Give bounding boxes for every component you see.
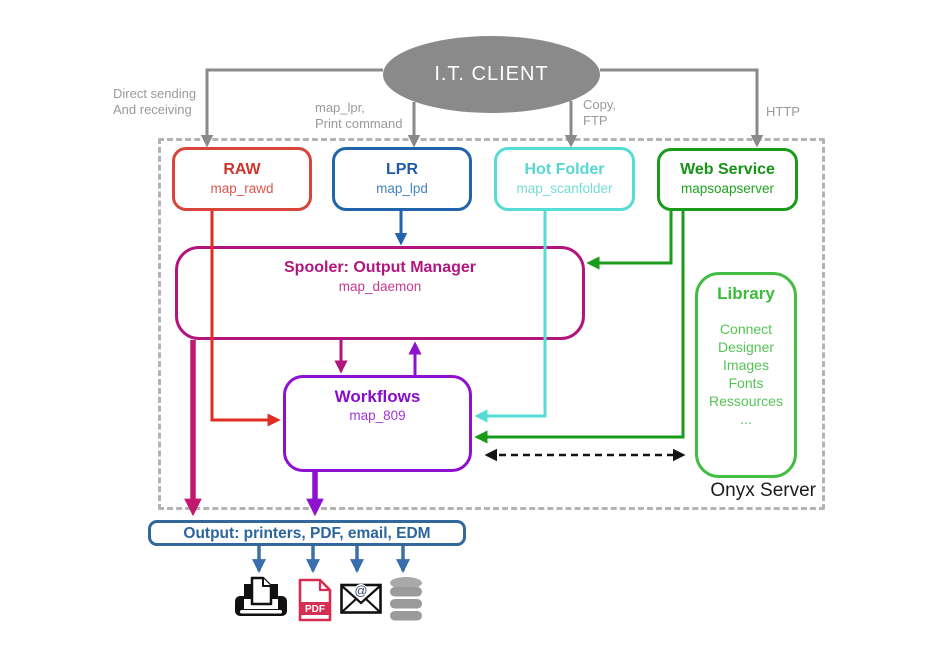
node-web-service-title: Web Service — [680, 161, 775, 178]
node-spooler-title: Spooler: Output Manager — [284, 259, 476, 276]
node-spooler-subtitle: map_daemon — [338, 279, 422, 294]
email-at-glyph: @ — [354, 583, 367, 598]
library-item: Connect — [719, 321, 773, 337]
library-item: Designer — [717, 339, 775, 355]
node-hot-folder: Hot Folder map_scanfolder — [494, 147, 635, 211]
node-spooler: Spooler: Output Manager map_daemon — [175, 246, 585, 340]
node-raw: RAW map_rawd — [172, 147, 312, 211]
node-raw-subtitle: map_rawd — [210, 181, 274, 196]
edge-label-direct-sending: Direct sending And receiving — [113, 86, 197, 117]
library-item: Ressources — [709, 393, 783, 409]
onyx-server-label: Onyx Server — [710, 480, 816, 501]
node-workflows-subtitle: map_809 — [349, 408, 406, 423]
database-icon — [390, 577, 422, 621]
printer-icon — [235, 576, 287, 616]
library-items: Connect Designer Images Fonts Ressources… — [698, 320, 794, 428]
pdf-icon-label: PDF — [305, 604, 325, 615]
onyx-server-boundary — [158, 138, 825, 510]
node-hot-folder-title: Hot Folder — [524, 161, 605, 178]
edge-label-http: HTTP — [766, 104, 800, 119]
node-lpr: LPR map_lpd — [332, 147, 472, 211]
node-output-label: Output: printers, PDF, email, EDM — [183, 525, 431, 542]
node-library-title: Library — [717, 284, 775, 303]
it-client-label: I.T. CLIENT — [434, 63, 549, 85]
library-item: Fonts — [728, 375, 764, 391]
edge-label-copy-ftp: Copy, FTP — [583, 97, 616, 128]
pdf-file-icon: PDF — [298, 578, 332, 622]
node-workflows: Workflows map_809 — [283, 375, 472, 472]
node-lpr-title: LPR — [386, 161, 418, 178]
node-web-service: Web Service mapsoapserver — [657, 148, 798, 211]
library-item: ... — [740, 411, 752, 427]
node-library: Library Connect Designer Images Fonts Re… — [695, 272, 797, 478]
edge-label-map-lpr: map_lpr, Print command — [315, 100, 403, 131]
node-workflows-title: Workflows — [334, 387, 421, 406]
node-raw-title: RAW — [223, 161, 261, 178]
node-lpr-subtitle: map_lpd — [376, 181, 428, 196]
edge-client-webservice — [600, 68, 764, 148]
library-item: Images — [723, 357, 769, 373]
it-client-node: I.T. CLIENT — [383, 36, 600, 113]
node-hot-folder-subtitle: map_scanfolder — [516, 181, 613, 196]
email-icon: @ — [340, 583, 382, 614]
node-web-service-subtitle: mapsoapserver — [680, 181, 775, 196]
node-output: Output: printers, PDF, email, EDM — [148, 520, 466, 546]
